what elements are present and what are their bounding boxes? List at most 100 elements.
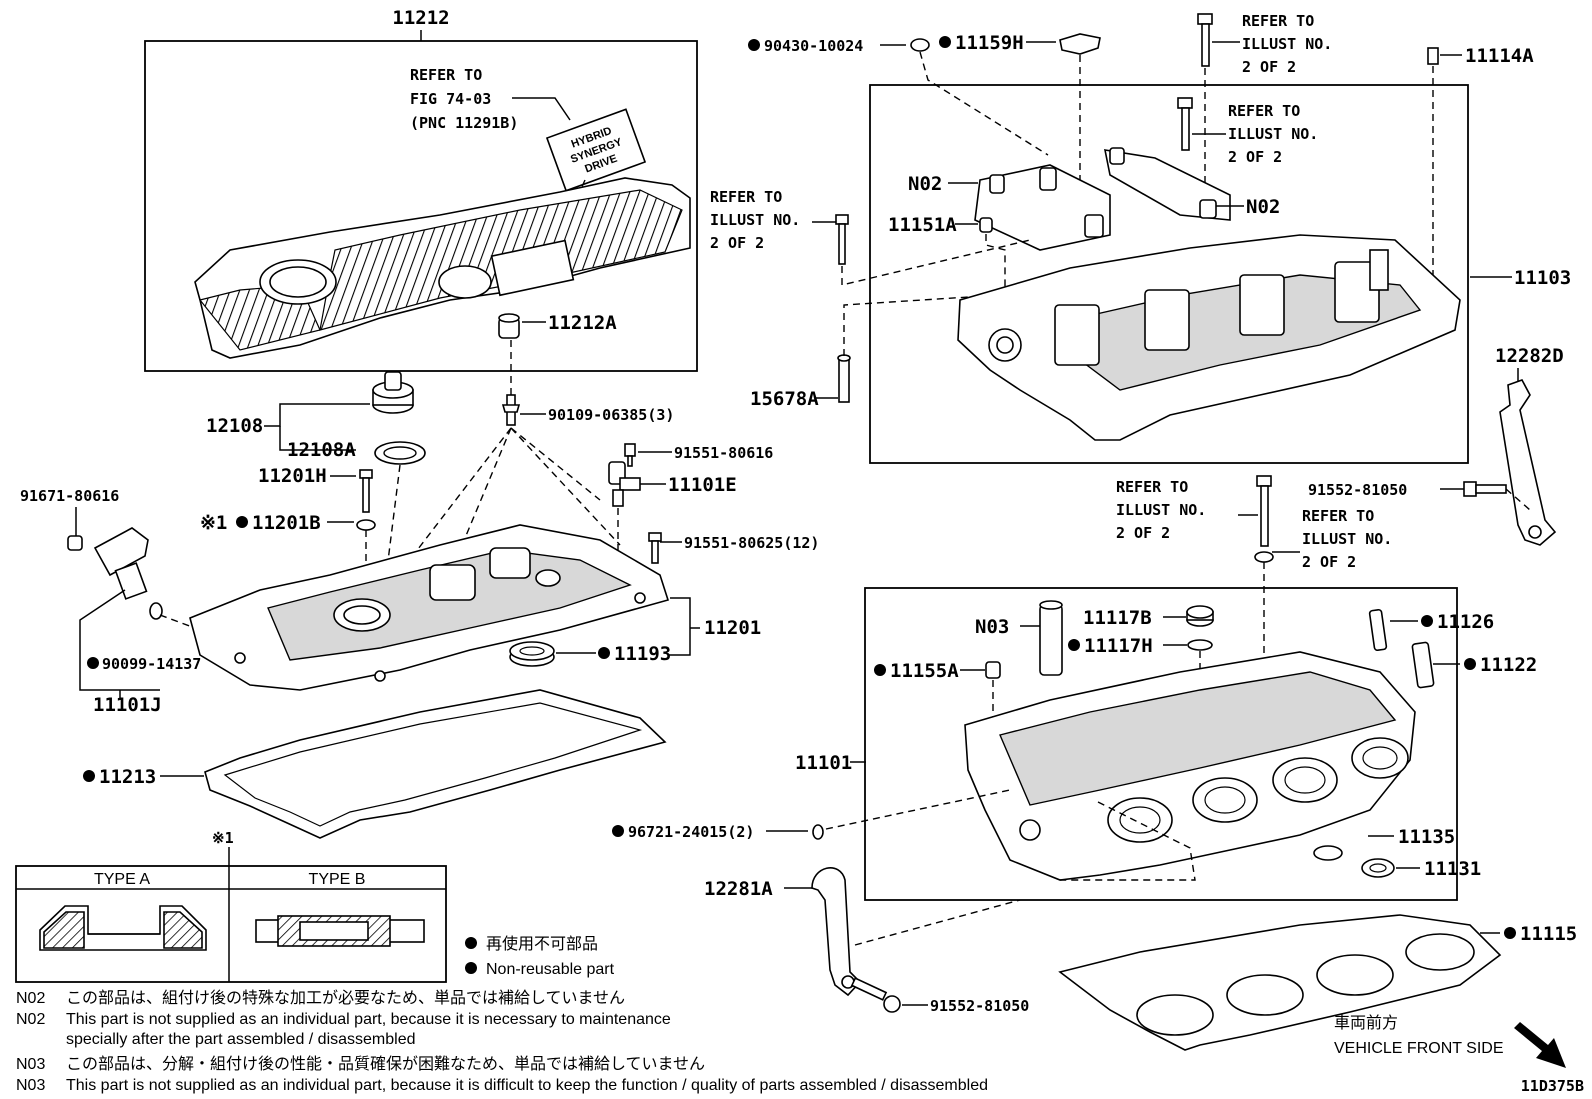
refer-inner-line1: REFER TO <box>1228 102 1300 120</box>
legend-jp: 再使用不可部品 <box>486 935 598 953</box>
pin-11114A <box>1427 47 1439 65</box>
bearing-cap-n02-left <box>974 164 1111 251</box>
refer-fig-line2[interactable]: FIG 74-03 <box>410 90 491 108</box>
refer-mid-line2[interactable]: ILLUST NO. <box>1116 501 1206 519</box>
callout-11117H[interactable]: 11117H <box>1084 635 1153 657</box>
callout-11201H[interactable]: 11201H <box>258 465 327 487</box>
callout-96721[interactable]: 96721-24015(2) <box>628 823 754 841</box>
cylinder-head-group: N03 11117B 11117H 11126 11122 11155A <box>795 587 1537 901</box>
plug-seal-11193 <box>509 641 555 667</box>
callout-11103[interactable]: 11103 <box>1514 267 1571 289</box>
valve-cover-group: 90109-06385(3) 12108 12108A 11201H ※1 11… <box>20 340 819 839</box>
legend: 再使用不可部品 Non-reusable part <box>465 935 615 978</box>
callout-n02-right[interactable]: N02 <box>1246 196 1280 218</box>
pin-11151A <box>979 217 993 233</box>
callout-n02-left[interactable]: N02 <box>908 173 942 195</box>
callout-91551a[interactable]: 91551-80616 <box>674 444 773 462</box>
oil-control-valve <box>67 527 163 620</box>
callout-91552b[interactable]: 91552-81050 <box>930 997 1029 1015</box>
callout-11201B[interactable]: 11201B <box>252 512 321 534</box>
refer-left-line2[interactable]: ILLUST NO. <box>710 211 800 229</box>
refer-top-line1: REFER TO <box>1242 12 1314 30</box>
pin-11155A <box>985 661 1001 679</box>
plug-96721 <box>812 824 824 840</box>
bearing-cap-n02-right <box>1103 147 1231 221</box>
note-2-text: This part is not supplied as an individu… <box>66 1011 671 1028</box>
refer-top-line2[interactable]: ILLUST NO. <box>1242 35 1332 53</box>
bolt-top-refer <box>1197 13 1213 67</box>
callout-91552a[interactable]: 91552-81050 <box>1308 481 1407 499</box>
oil-filler-cap <box>372 371 426 465</box>
refer-mid-line1: REFER TO <box>1116 478 1188 496</box>
callout-11117B[interactable]: 11117B <box>1083 607 1152 629</box>
head-gasket-11115 <box>1058 914 1502 1051</box>
refer-left-line3: 2 OF 2 <box>710 234 764 252</box>
bolt-11201H <box>356 469 376 531</box>
callout-n03[interactable]: N03 <box>975 616 1009 638</box>
pin-11122 <box>1411 641 1435 689</box>
bolt-91552a <box>1463 481 1507 497</box>
callout-15678A[interactable]: 15678A <box>750 388 819 410</box>
footnotes: N02 この部品は、組付け後の特殊な加工が必要なため、単品では補給していません … <box>16 989 988 1094</box>
callout-11212A[interactable]: 11212A <box>548 312 617 334</box>
vehicle-front-en: VEHICLE FRONT SIDE <box>1334 1040 1504 1057</box>
type-table-mark: ※1 <box>212 829 234 847</box>
callout-11101E[interactable]: 11101E <box>668 474 737 496</box>
callout-11201B-mark: ※1 <box>200 512 227 534</box>
callout-90109[interactable]: 90109-06385(3) <box>548 406 674 424</box>
callout-11122[interactable]: 11122 <box>1480 654 1537 676</box>
callout-90099[interactable]: 90099-14137 <box>102 655 201 673</box>
engine-cover-part <box>194 177 691 359</box>
callout-11155A[interactable]: 11155A <box>890 660 959 682</box>
callout-91551b[interactable]: 91551-80625(12) <box>684 534 819 552</box>
type-table: ※1 TYPE A TYPE B <box>15 829 447 983</box>
callout-11101[interactable]: 11101 <box>795 752 852 774</box>
refer-fig-line1: REFER TO <box>410 66 482 84</box>
grommet-11212A <box>498 313 520 339</box>
bolt-inner-refer <box>1177 97 1193 151</box>
callout-11114A[interactable]: 11114A <box>1465 45 1534 67</box>
type-a-washer <box>39 905 207 951</box>
callout-11126[interactable]: 11126 <box>1437 611 1494 633</box>
seal-11117B <box>1186 605 1214 627</box>
callout-11213[interactable]: 11213 <box>99 766 156 788</box>
callout-90430[interactable]: 90430-10024 <box>764 37 863 55</box>
valve-cover-part <box>189 524 670 691</box>
refer-right-line1: REFER TO <box>1302 507 1374 525</box>
callout-91671[interactable]: 91671-80616 <box>20 487 119 505</box>
figure-code: 11D375B <box>1521 1077 1584 1095</box>
engine-hanger-12282D <box>1499 379 1557 546</box>
type-b-label: TYPE B <box>309 871 366 888</box>
bolt-91551-80625 <box>648 532 662 564</box>
camshaft-housing-part <box>957 234 1461 441</box>
cam-position-sensor <box>608 443 641 507</box>
callout-11201[interactable]: 11201 <box>704 617 761 639</box>
sleeve-n03 <box>1039 604 1063 676</box>
note-4-code: N03 <box>16 1056 45 1073</box>
callout-12108[interactable]: 12108 <box>206 415 263 437</box>
callout-11212[interactable]: 11212 <box>392 7 449 29</box>
refer-top-line3: 2 OF 2 <box>1242 58 1296 76</box>
plate-11159H <box>1059 33 1101 55</box>
callout-11131[interactable]: 11131 <box>1424 858 1481 880</box>
pin-15678A <box>837 354 851 403</box>
engine-hanger-12281A <box>811 867 862 997</box>
callout-11151A[interactable]: 11151A <box>888 214 957 236</box>
bolt-left-refer <box>835 214 849 265</box>
refer-left-line1: REFER TO <box>710 188 782 206</box>
bolt-mid-refer <box>1254 475 1274 563</box>
note-4-text: この部品は、分解・組付け後の性能・品質確保が困難なため、単品では補給していません <box>66 1055 705 1073</box>
refer-right-line2[interactable]: ILLUST NO. <box>1302 530 1392 548</box>
callout-12282D[interactable]: 12282D <box>1495 345 1564 367</box>
callout-11135[interactable]: 11135 <box>1398 826 1455 848</box>
callout-11101J[interactable]: 11101J <box>93 694 162 716</box>
callout-12281A[interactable]: 12281A <box>704 878 773 900</box>
callout-11115[interactable]: 11115 <box>1520 923 1577 945</box>
refer-inner-line2[interactable]: ILLUST NO. <box>1228 125 1318 143</box>
callout-11159H[interactable]: 11159H <box>955 32 1024 54</box>
callout-11193[interactable]: 11193 <box>614 643 671 665</box>
note-1-code: N02 <box>16 990 45 1007</box>
bolt-91552b <box>850 977 901 1013</box>
callout-12108A[interactable]: 12108A <box>287 439 356 461</box>
